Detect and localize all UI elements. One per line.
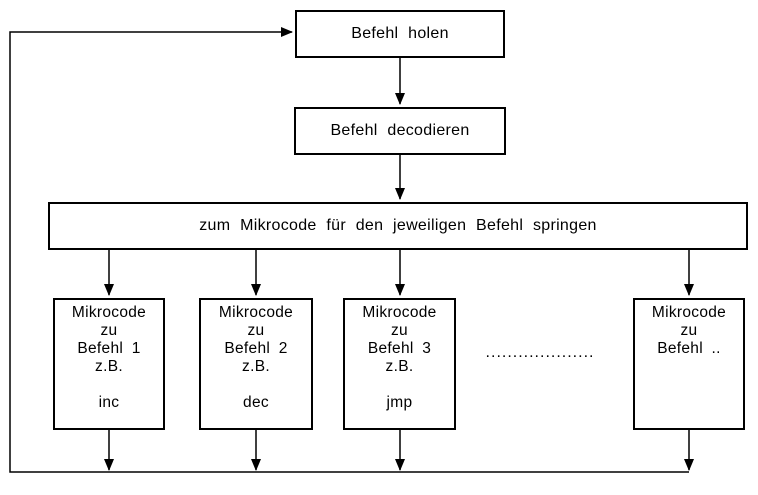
node-text-line: zu: [100, 322, 118, 339]
node-text-line: zu: [247, 322, 265, 339]
node-text-line: Mikrocode: [71, 304, 147, 321]
ellipsis-dots: ....................: [485, 344, 595, 361]
node-dispatch-mikrocode-label: zum Mikrocode für den jeweiligen Befehl …: [199, 217, 597, 234]
node-befehl-decodieren-label: Befehl decodieren: [330, 122, 470, 139]
node-text-line: Befehl 1: [77, 340, 141, 357]
node-mikrocode-befehl-2: Mikrocode zu Befehl 2 z.B. dec: [199, 298, 313, 430]
node-befehl-holen-label: Befehl holen: [351, 25, 449, 42]
node-text-line: Befehl 2: [224, 340, 288, 357]
node-text-line: Mikrocode: [218, 304, 294, 321]
node-dispatch-mikrocode: zum Mikrocode für den jeweiligen Befehl …: [48, 202, 748, 250]
node-mikrocode-befehl-3: Mikrocode zu Befehl 3 z.B. jmp: [343, 298, 456, 430]
node-text-line: z.B.: [385, 358, 414, 375]
node-text-line: z.B.: [242, 358, 270, 375]
node-text-line: Mikrocode: [651, 304, 727, 321]
node-text-line: zu: [391, 322, 408, 339]
node-mnemonic: dec: [243, 394, 269, 411]
node-mnemonic: inc: [98, 394, 120, 411]
feedback-loop-arrow: [9, 27, 689, 473]
node-mikrocode-befehl-n: Mikrocode zu Befehl ..: [633, 298, 745, 430]
node-text-line: Befehl ..: [657, 340, 721, 357]
node-text-line: Befehl 3: [367, 340, 432, 357]
node-text-line: zu: [680, 322, 698, 339]
node-text-line: z.B.: [95, 358, 123, 375]
node-befehl-holen: Befehl holen: [295, 10, 505, 58]
node-text-line: Mikrocode: [362, 304, 437, 321]
node-mnemonic: jmp: [386, 394, 413, 411]
node-mikrocode-befehl-1: Mikrocode zu Befehl 1 z.B. inc: [53, 298, 165, 430]
node-befehl-decodieren: Befehl decodieren: [294, 107, 506, 155]
